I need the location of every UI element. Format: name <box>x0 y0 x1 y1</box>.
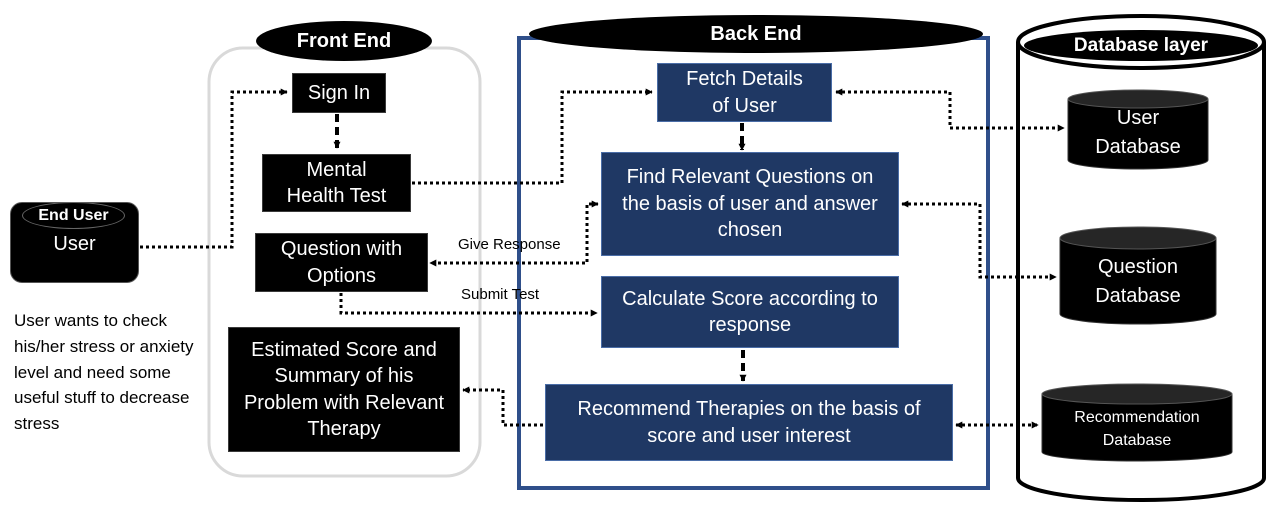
front-end-title: Front End <box>256 21 432 61</box>
recommendation-database-cylinder <box>1041 383 1233 462</box>
mental-health-test-box: Mental Health Test <box>262 154 411 212</box>
estimated-score-box: Estimated Score and Summary of his Probl… <box>228 327 460 452</box>
question-with-options-box: Question with Options <box>255 233 428 292</box>
give-response-label: Give Response <box>458 236 561 253</box>
end-user-label: User <box>53 233 96 255</box>
connector-findq-to-questiondb <box>901 200 1057 281</box>
recommend-therapies-box: Recommend Therapies on the basis of scor… <box>545 384 953 461</box>
connector-recommend-to-estimate <box>462 386 543 427</box>
fetch-details-box: Fetch Details of User <box>657 63 832 122</box>
sign-in-box: Sign In <box>292 73 386 113</box>
connector-question-to-calc <box>339 293 598 317</box>
question-database-cylinder <box>1059 226 1217 325</box>
user-note: User wants to check his/her stress or an… <box>14 311 194 434</box>
calculate-score-box: Calculate Score according to response <box>601 276 899 348</box>
back-end-title: Back End <box>529 15 983 53</box>
user-database-label: User Database <box>1095 107 1181 158</box>
submit-test-label: Submit Test <box>461 286 540 303</box>
recommendation-database-label: Recommendation Database <box>1074 409 1200 450</box>
connector-test-to-fetch <box>412 88 653 185</box>
database-layer-title: Database layer <box>1024 30 1258 61</box>
connector-fetch-to-userdb <box>835 88 1065 132</box>
end-user-title: End User <box>22 202 125 229</box>
question-database-label: Question Database <box>1095 256 1181 307</box>
connector-user-to-signin <box>140 88 288 249</box>
find-relevant-questions-box: Find Relevant Questions on the basis of … <box>601 152 899 256</box>
user-database-cylinder <box>1067 89 1209 170</box>
